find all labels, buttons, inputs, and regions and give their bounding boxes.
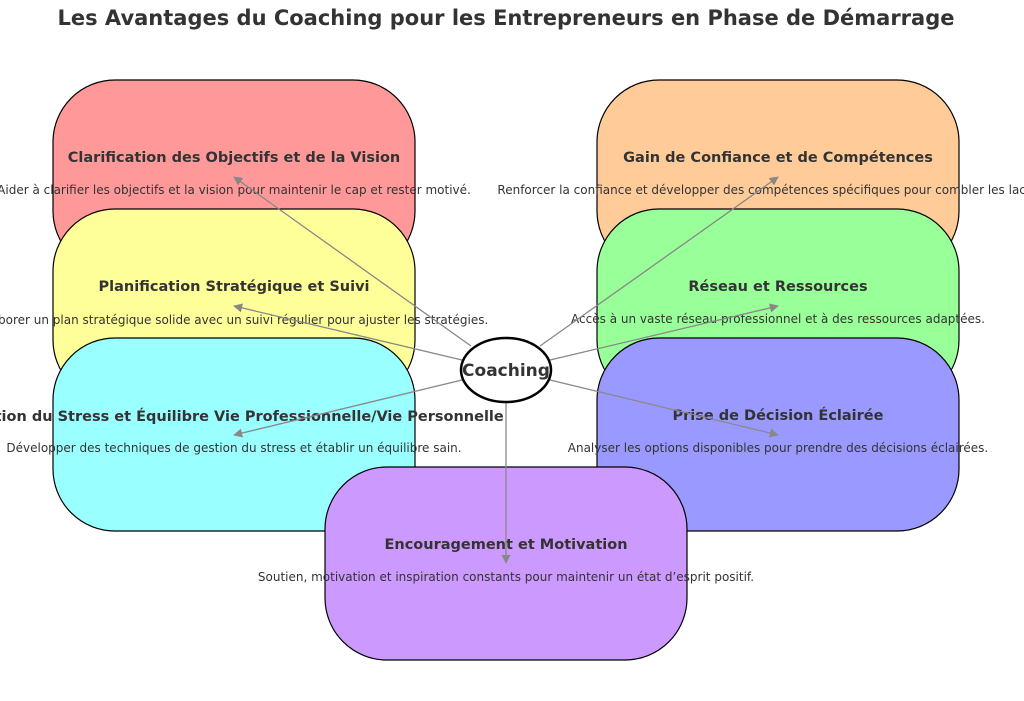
edge-to-decision	[549, 379, 779, 438]
edge-to-planification	[233, 303, 463, 361]
node-confiance-title: Gain de Confiance et de Compétences	[623, 150, 933, 166]
node-decision-title: Prise de Décision Éclairée	[673, 407, 884, 424]
edge-to-reseau	[549, 303, 779, 361]
node-stress-title: Gestion du Stress et Équilibre Vie Profe…	[0, 408, 504, 425]
node-decision-description: Analyser les options disponibles pour pr…	[568, 441, 988, 455]
diagram-title: Les Avantages du Coaching pour les Entre…	[58, 6, 955, 30]
node-reseau-title: Réseau et Ressources	[688, 279, 867, 295]
edge-to-clarification	[233, 176, 472, 347]
node-clarification-description: Aider à clarifier les objectifs et la vi…	[0, 183, 471, 197]
center-node-label: Coaching	[462, 361, 550, 381]
node-reseau-description: Accès à un vaste réseau professionnel et…	[571, 312, 985, 326]
center-node-ellipse	[459, 336, 553, 404]
edges	[233, 176, 779, 564]
node-planification-description: Élaborer un plan stratégique solide avec…	[0, 312, 488, 327]
node-stress-description: Développer des techniques de gestion du …	[6, 441, 461, 455]
node-planification-title: Planification Stratégique et Suivi	[98, 279, 369, 295]
center-node: Coaching	[459, 336, 553, 404]
edge-to-confiance	[539, 176, 779, 347]
edge-to-stress	[233, 379, 463, 438]
node-clarification-title: Clarification des Objectifs et de la Vis…	[68, 150, 400, 166]
node-encouragement-description: Soutien, motivation et inspiration const…	[258, 570, 754, 584]
